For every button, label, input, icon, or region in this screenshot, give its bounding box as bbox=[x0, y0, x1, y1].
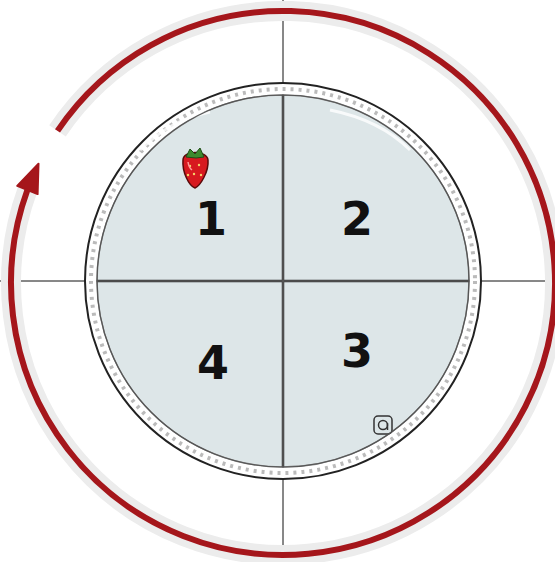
cake-slice: 1 bbox=[97, 95, 283, 281]
cake-crust bbox=[85, 83, 481, 479]
strawberry bbox=[183, 148, 208, 188]
artist-logo bbox=[374, 416, 392, 434]
slice-number: 1 bbox=[195, 196, 227, 242]
cake-slice: 2 bbox=[283, 95, 469, 281]
ring-halo bbox=[11, 11, 555, 555]
cake-top bbox=[97, 95, 469, 467]
slice-number: 2 bbox=[341, 196, 373, 242]
slice-outline bbox=[283, 95, 469, 281]
rotation-arrow bbox=[11, 11, 555, 555]
slice-number: 3 bbox=[341, 328, 373, 374]
slice-number: 4 bbox=[197, 340, 229, 386]
shine bbox=[140, 112, 210, 150]
cake-slice: 4 bbox=[97, 281, 283, 467]
slice-outline bbox=[97, 95, 283, 281]
arrow-head bbox=[17, 164, 38, 194]
cake-slice: 3 bbox=[283, 281, 469, 467]
slice-outline bbox=[283, 281, 469, 467]
crust-texture bbox=[91, 89, 475, 473]
slice-outline bbox=[97, 281, 283, 467]
